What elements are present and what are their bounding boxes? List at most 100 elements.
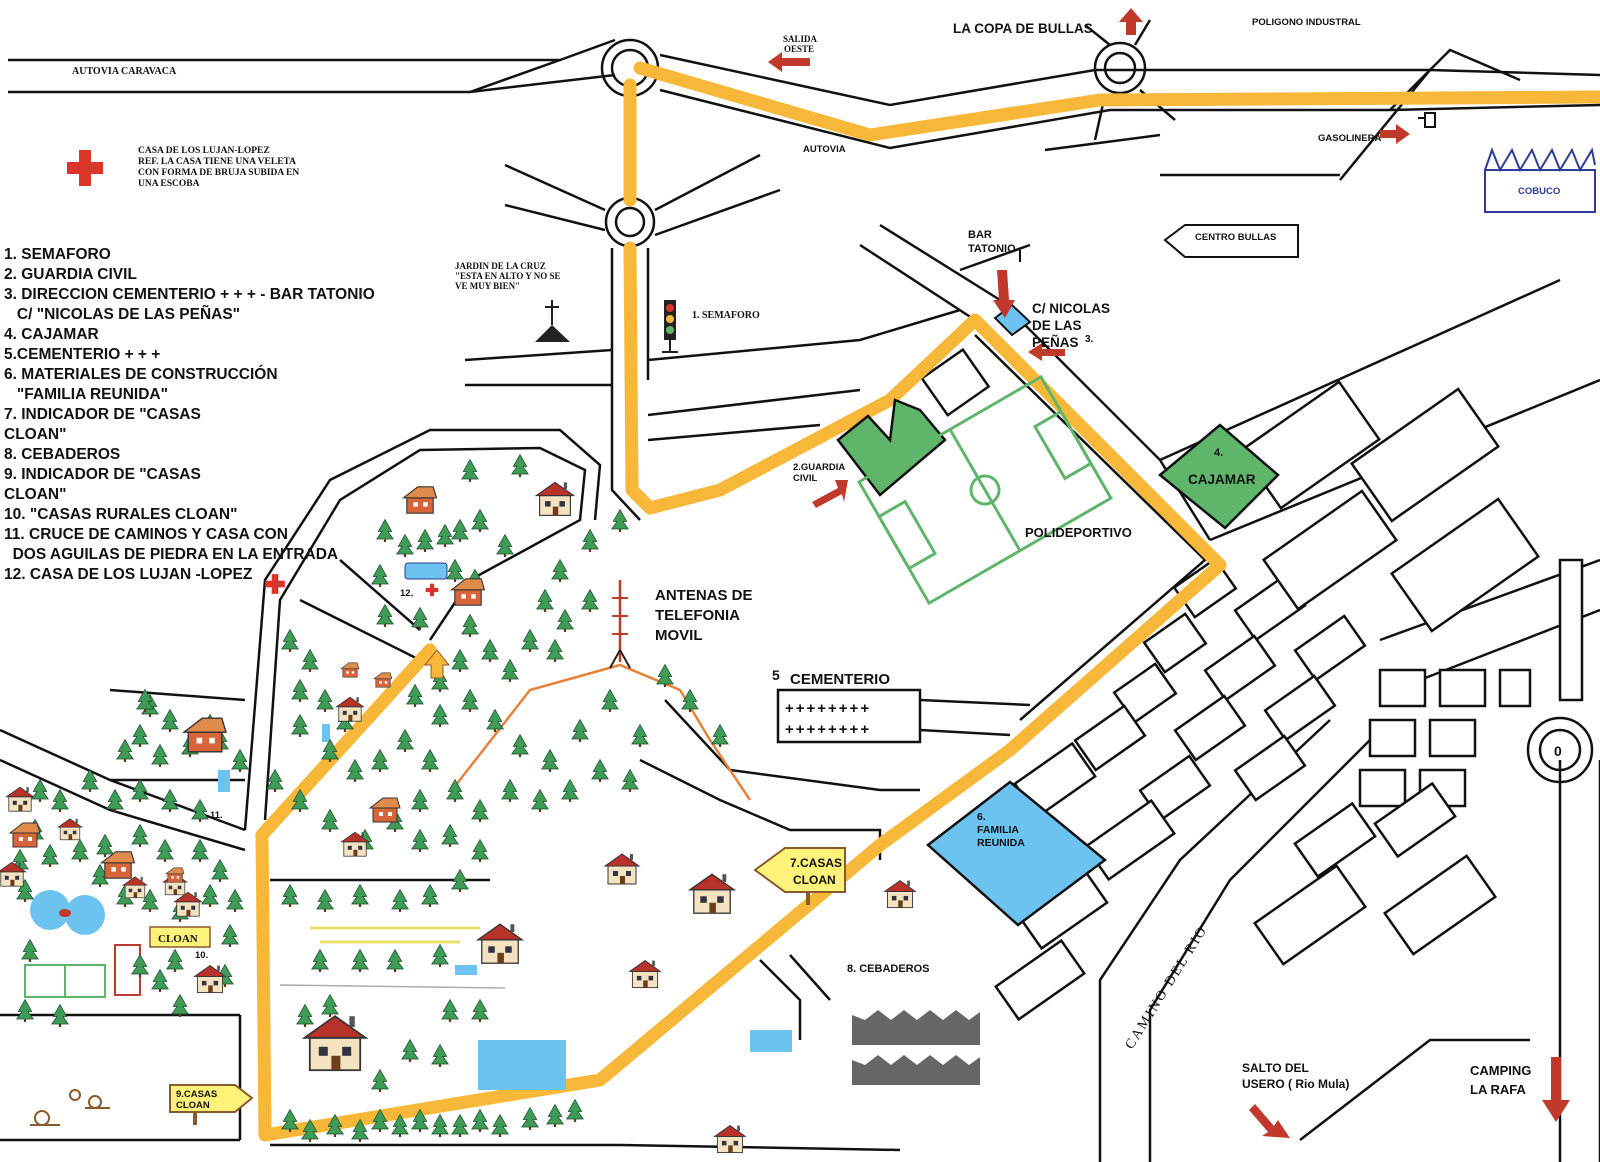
familia-label-2: REUNIDA xyxy=(977,837,1025,849)
tree-icon xyxy=(396,534,414,558)
house-icon xyxy=(714,1125,746,1154)
casas-cloan-9-sign[interactable] xyxy=(169,1084,254,1113)
tree-icon xyxy=(151,744,169,768)
reference-note-3: CON FORMA DE BRUJA SUBIDA EN xyxy=(138,168,299,178)
cloan-sign[interactable] xyxy=(149,926,211,948)
legend-item: 3. DIRECCION CEMENTERIO + + + - BAR TATO… xyxy=(4,286,375,303)
nicolas-label-3: PEÑAS xyxy=(1032,335,1079,350)
cajamar-area xyxy=(1158,423,1280,530)
road-network xyxy=(0,19,1600,1162)
casas-cloan-7-sign[interactable] xyxy=(753,847,846,893)
legend-item: 2. GUARDIA CIVIL xyxy=(4,266,137,283)
jardin-cruz-icon xyxy=(535,300,570,342)
tree-icon xyxy=(151,969,169,993)
house-icon xyxy=(450,578,486,606)
tree-icon xyxy=(611,509,629,533)
poligono-label: POLIGONO INDUSTRAL xyxy=(1252,17,1361,28)
legend-item: 12. CASA DE LOS LUJAN -LOPEZ xyxy=(4,566,253,583)
tree-icon xyxy=(571,719,589,743)
familia-reunida-area xyxy=(926,780,1108,927)
tree-icon xyxy=(451,519,469,543)
tree-icon xyxy=(226,889,244,913)
house-icon xyxy=(194,965,226,994)
house-icon xyxy=(122,876,148,899)
tree-icon xyxy=(321,739,339,763)
jardin-label-2: "ESTA EN ALTO Y NO SE xyxy=(455,271,560,281)
tree-icon xyxy=(51,1004,69,1028)
bar-tatonio-label: BAR xyxy=(968,229,992,241)
tree-icon xyxy=(496,534,514,558)
reference-note-4: UNA ESCOBA xyxy=(138,179,200,189)
gas-station-icon xyxy=(1418,112,1436,128)
tree-icon xyxy=(416,529,434,553)
house-icon xyxy=(335,696,365,722)
pond-10b xyxy=(65,895,105,935)
casas-cloan-9-label-2: CLOAN xyxy=(176,1100,210,1111)
tree-icon xyxy=(446,559,464,583)
tree-icon xyxy=(446,779,464,803)
tree-icon xyxy=(406,684,424,708)
tree-icon xyxy=(96,834,114,858)
house-icon xyxy=(173,891,203,917)
tree-icon xyxy=(21,939,39,963)
tree-icon xyxy=(116,739,134,763)
house-icon xyxy=(100,851,136,879)
tree-icon xyxy=(301,649,319,673)
tree-icon xyxy=(546,1104,564,1128)
salto-label: SALTO DEL xyxy=(1242,1061,1309,1075)
antenas-label-3: MOVIL xyxy=(655,627,703,644)
tree-icon xyxy=(511,454,529,478)
house-icon xyxy=(340,662,360,678)
centro-bullas-sign[interactable] xyxy=(1163,224,1299,258)
salida-oeste-label: SALIDA xyxy=(783,34,818,44)
tree-icon xyxy=(431,1114,449,1138)
house-icon xyxy=(9,822,41,848)
traffic-light-icon xyxy=(662,300,678,353)
legend-item: 6. MATERIALES DE CONSTRUCCIÓN xyxy=(4,365,278,383)
cementerio-crosses-row1: ++++++++ xyxy=(785,700,871,717)
tree-icon xyxy=(191,839,209,863)
legend-item: 10. "CASAS RURALES CLOAN" xyxy=(4,506,237,523)
tree-icon xyxy=(51,789,69,813)
tree-icon xyxy=(71,839,89,863)
tree-icon xyxy=(316,689,334,713)
house-icon xyxy=(183,717,227,753)
familia-number: 6. xyxy=(977,811,986,823)
bar-tatonio-label-2: TATONIO xyxy=(968,243,1016,255)
house-icon xyxy=(5,786,34,812)
tree-icon xyxy=(31,779,49,803)
house-icon xyxy=(884,880,916,909)
cloan-sign-label: CLOAN xyxy=(158,933,198,945)
guardia-civil-label: 2.GUARDIA xyxy=(793,462,845,473)
tree-icon xyxy=(521,629,539,653)
tree-icon xyxy=(461,459,479,483)
salida-oeste-label-2: OESTE xyxy=(784,44,814,54)
tree-icon xyxy=(536,589,554,613)
tree-icon xyxy=(471,999,489,1023)
tree-icon xyxy=(421,749,439,773)
tree-icon xyxy=(471,509,489,533)
tree-icon xyxy=(481,639,499,663)
tree-icon xyxy=(461,689,479,713)
tree-icon xyxy=(471,799,489,823)
tree-icon xyxy=(566,1099,584,1123)
tree-icon xyxy=(431,704,449,728)
house-icon xyxy=(689,873,735,914)
tree-icon xyxy=(471,1109,489,1133)
city-blocks xyxy=(920,347,1584,1022)
guardia-civil-area xyxy=(836,398,947,497)
legend-item: 5.CEMENTERIO + + + xyxy=(4,346,160,363)
tree-icon xyxy=(501,659,519,683)
autovia-label: AUTOVIA xyxy=(803,144,846,155)
tree-icon xyxy=(471,839,489,863)
tree-icon xyxy=(171,994,189,1018)
guardia-civil-label-2: CIVIL xyxy=(793,473,817,484)
tree-icon xyxy=(376,519,394,543)
pool-west xyxy=(455,965,477,975)
casas-cloan-7-label-2: CLOAN xyxy=(793,873,836,887)
cementerio-label: CEMENTERIO xyxy=(790,671,890,688)
pool-11 xyxy=(218,770,230,792)
cobuco-building-icon xyxy=(1484,147,1596,213)
legend-item: 11. CRUCE DE CAMINOS Y CASA CON xyxy=(4,526,288,543)
house-icon xyxy=(604,853,640,885)
